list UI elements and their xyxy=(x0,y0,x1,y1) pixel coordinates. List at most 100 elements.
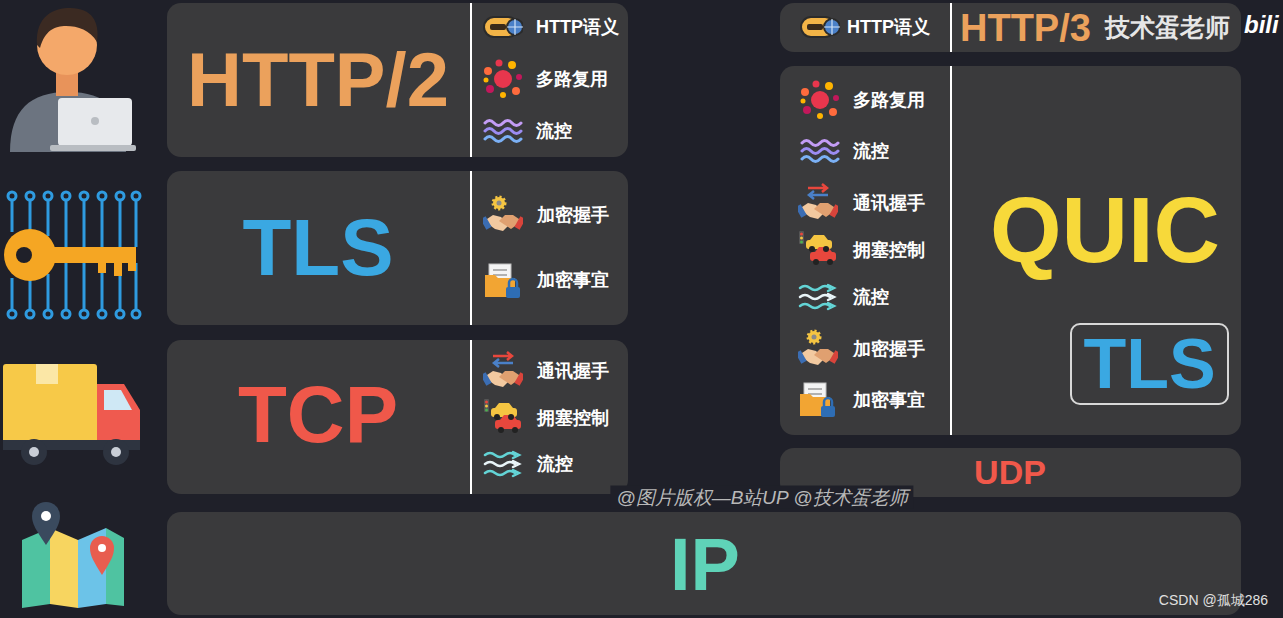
feature-icon xyxy=(484,399,521,433)
key-circuit-illustration xyxy=(114,263,122,276)
truck-illustration xyxy=(3,364,140,465)
protocol-name: HTTP/3 xyxy=(960,9,1091,47)
protocol-layer-box: HTTP语义HTTP/3 xyxy=(780,3,1241,52)
watermark: @图片版权—B站UP @技术蛋老师 xyxy=(610,486,913,509)
map-illustration xyxy=(22,528,50,608)
feature-label: 加密事宜 xyxy=(537,271,609,289)
map-illustration xyxy=(41,511,51,521)
feature-icon xyxy=(485,452,519,476)
key-circuit-illustration xyxy=(132,192,140,200)
feature-icon xyxy=(799,231,836,265)
feature-label: 加密握手 xyxy=(537,206,609,224)
key-circuit-illustration xyxy=(8,310,16,318)
map-illustration xyxy=(22,502,124,608)
truck-illustration xyxy=(3,364,97,444)
person-laptop-illustration xyxy=(91,117,99,125)
key-circuit-illustration xyxy=(52,247,136,263)
feature-label: 流控 xyxy=(853,288,889,306)
feature-icon xyxy=(795,331,840,365)
key-circuit-illustration xyxy=(8,192,16,200)
key-circuit-illustration xyxy=(44,310,52,318)
feature-icon xyxy=(485,121,521,142)
feature-label: 流控 xyxy=(537,455,573,473)
feature-icon xyxy=(801,17,840,37)
person-laptop-illustration xyxy=(37,15,97,75)
key-circuit-illustration xyxy=(98,310,106,318)
feature-icon xyxy=(801,81,840,120)
map-illustration xyxy=(106,528,124,606)
key-circuit-illustration xyxy=(4,229,56,281)
feature-icon xyxy=(795,17,840,417)
person-laptop-illustration xyxy=(56,70,78,96)
truck-illustration xyxy=(21,439,47,465)
truck-illustration xyxy=(3,440,140,450)
watermark: 技术蛋老师 xyxy=(1105,15,1230,40)
protocol-layer-box: TCP 通讯握手拥塞控制流控 xyxy=(167,340,628,494)
feature-label: 通讯握手 xyxy=(537,362,609,380)
map-illustration xyxy=(32,502,60,545)
key-circuit-illustration xyxy=(16,247,32,263)
feature-icon xyxy=(485,264,520,298)
watermark: CSDN @孤城286 xyxy=(1159,593,1268,607)
divider-line xyxy=(950,3,952,52)
protocol-name: IP xyxy=(670,528,740,602)
person-laptop-illustration xyxy=(58,98,132,146)
protocol-layer-box: UDP xyxy=(780,448,1241,497)
protocol-layer-box: IP xyxy=(167,512,1241,615)
protocol-name: QUIC xyxy=(990,184,1220,276)
protocol-name: UDP xyxy=(974,455,1046,489)
key-circuit-illustration xyxy=(26,310,34,318)
person-laptop-illustration xyxy=(50,145,136,151)
key-circuit-illustration xyxy=(132,310,140,318)
protocol-name: TLS xyxy=(1083,329,1215,399)
protocol-name: HTTP/2 xyxy=(187,42,449,118)
nested-protocol-box: TLS xyxy=(1070,323,1229,405)
key-circuit-illustration xyxy=(80,192,88,200)
feature-label: 拥塞控制 xyxy=(537,409,609,427)
map-illustration xyxy=(98,544,106,552)
truck-illustration xyxy=(36,364,58,384)
protocol-layer-box: TLS 加密握手加密事宜 xyxy=(167,171,628,325)
feature-icon xyxy=(480,17,525,476)
truck-illustration xyxy=(29,447,39,457)
feature-icon xyxy=(484,17,523,37)
divider-line xyxy=(470,340,472,494)
divider-line xyxy=(471,3,951,494)
protocol-name: TCP xyxy=(238,375,398,455)
key-circuit-illustration xyxy=(98,263,106,273)
truck-illustration xyxy=(103,439,129,465)
truck-illustration xyxy=(97,384,140,444)
protocol-layer-box: HTTP/2HTTP语义多路复用流控 xyxy=(167,3,628,157)
map-illustration xyxy=(50,528,78,608)
feature-label: 流控 xyxy=(536,122,572,140)
key-circuit-illustration xyxy=(116,310,124,318)
divider-line xyxy=(950,66,952,435)
key-circuit-illustration xyxy=(26,192,34,200)
feature-label: 流控 xyxy=(853,142,889,160)
feature-label: 拥塞控制 xyxy=(853,241,925,259)
key-circuit-illustration xyxy=(80,310,88,318)
feature-icon xyxy=(800,383,835,417)
feature-label: 多路复用 xyxy=(853,91,925,109)
key-circuit-illustration xyxy=(12,263,136,310)
person-laptop-illustration xyxy=(10,8,136,152)
divider-line xyxy=(470,3,472,157)
key-circuit-illustration xyxy=(128,263,136,271)
feature-label: 加密握手 xyxy=(853,340,925,358)
feature-icon xyxy=(480,352,525,387)
key-circuit-illustration xyxy=(8,192,140,318)
person-laptop-illustration xyxy=(37,8,98,48)
map-illustration xyxy=(90,536,114,575)
key-circuit-illustration xyxy=(44,192,52,200)
feature-icon xyxy=(484,60,523,99)
divider-line xyxy=(470,171,472,325)
protocol-layer-box: 多路复用流控通讯握手拥塞控制流控加密握手加密事宜QUICTLS xyxy=(780,66,1241,435)
truck-illustration xyxy=(111,447,121,457)
key-circuit-illustration xyxy=(98,192,106,200)
protocol-name: TLS xyxy=(242,208,393,288)
key-circuit-illustration xyxy=(62,310,70,318)
feature-label: 加密事宜 xyxy=(853,391,925,409)
feature-icon xyxy=(802,141,838,162)
